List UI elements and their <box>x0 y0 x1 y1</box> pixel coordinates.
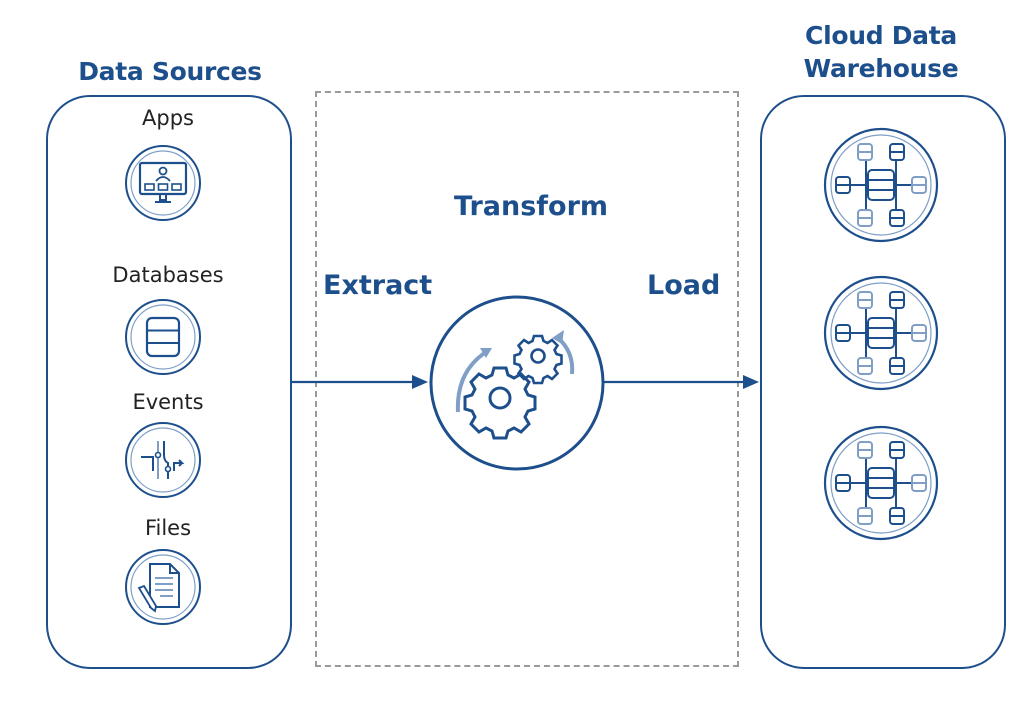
warehouse-panel <box>760 95 1006 669</box>
extract-label: Extract <box>323 270 433 301</box>
source-label-files: Files <box>144 516 192 540</box>
transform-zone <box>315 91 739 667</box>
database-network-icon <box>823 425 939 541</box>
warehouse-title-line1: Cloud Data <box>805 21 957 50</box>
event-stream-icon <box>125 422 201 498</box>
load-arrow <box>604 375 759 389</box>
extract-arrow <box>290 375 428 389</box>
document-pen-icon <box>125 549 201 625</box>
database-network-icon <box>823 127 939 243</box>
data-sources-title: Data Sources <box>78 57 262 86</box>
gears-icon <box>429 295 605 471</box>
source-label-events: Events <box>132 390 204 414</box>
transform-label: Transform <box>454 191 609 222</box>
computer-user-icon <box>125 145 201 221</box>
database-icon <box>125 299 201 375</box>
warehouse-title-line2: Warehouse <box>803 54 959 83</box>
source-label-apps: Apps <box>142 106 194 130</box>
database-network-icon <box>823 275 939 391</box>
load-label: Load <box>647 270 721 301</box>
source-label-databases: Databases <box>112 263 224 287</box>
